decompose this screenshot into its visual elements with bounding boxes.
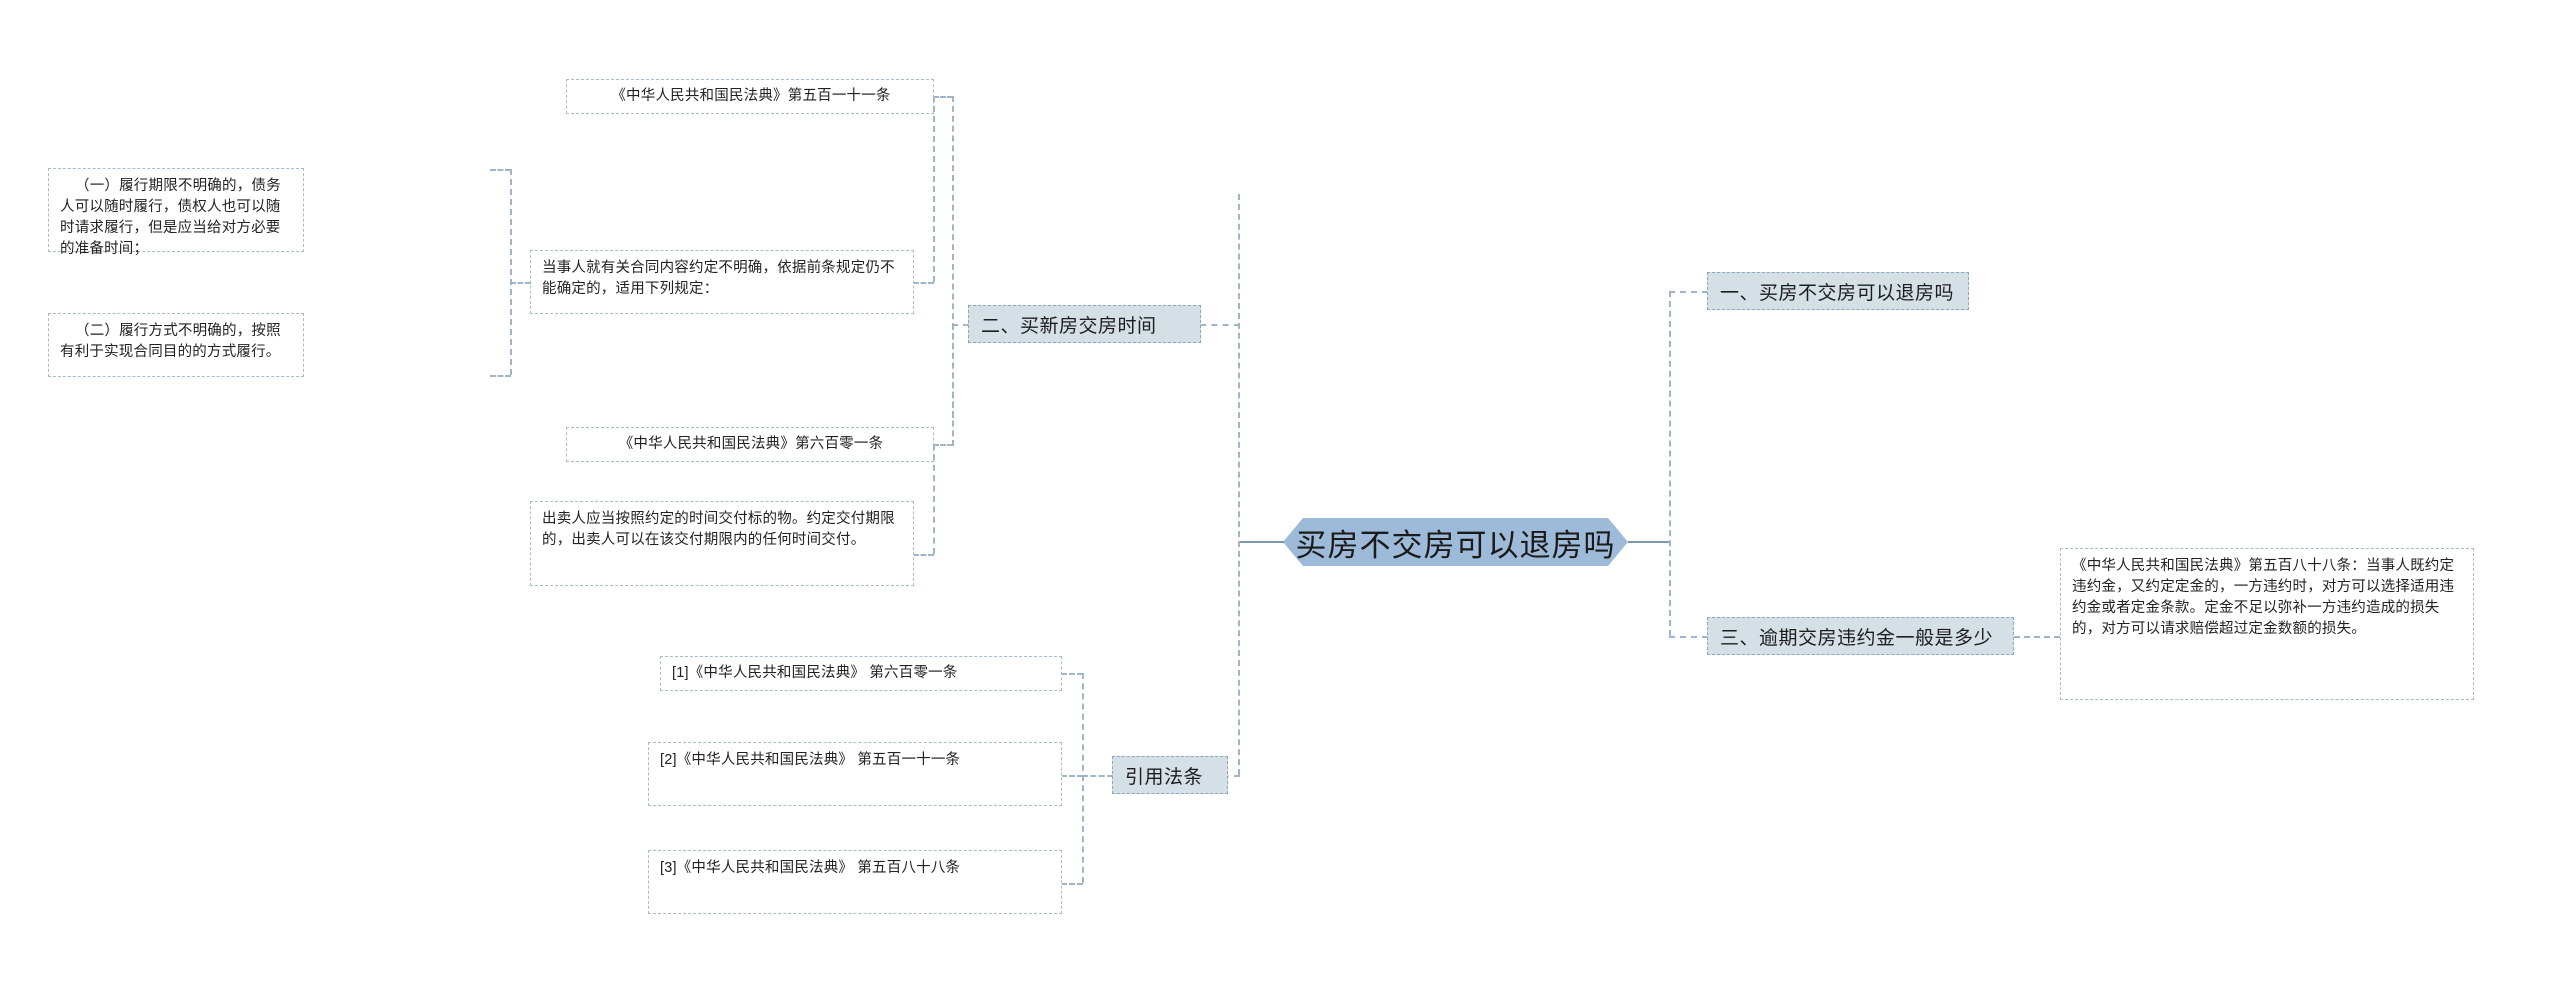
topic-label-right-2: 三、逾期交房违约金一般是多少 (1720, 627, 1994, 649)
connector-item-1 (490, 169, 511, 171)
topic-node-citations[interactable]: 引用法条 (1112, 756, 1228, 794)
connector-article-2-heading (933, 444, 953, 446)
article-1-items-trunk (510, 169, 512, 375)
connector-citation-3 (1061, 883, 1083, 885)
leaf-article-2-body-text: 出卖人应当按照约定的时间交付标的物。约定交付期限的，出卖人可以在该交付期限内的任… (542, 511, 895, 548)
leaf-right-detail[interactable]: 《中华人民共和国民法典》第五百八十八条：当事人既约定违约金，又约定定金的，一方违… (2060, 548, 2474, 700)
leaf-article-1-heading[interactable]: 《中华人民共和国民法典》第五百一十一条 (566, 79, 934, 114)
connector-right-detail (2014, 636, 2060, 638)
leaf-article-1-item-1-text: （一）履行期限不明确的，债务人可以随时履行，债权人也可以随时请求履行，但是应当给… (60, 178, 281, 257)
right-trunk-line (1669, 291, 1671, 636)
leaf-article-1-item-2-text: （二）履行方式不明确的，按照有利于实现合同目的的方式履行。 (60, 323, 281, 360)
left-articles-trunk-line (952, 96, 954, 418)
leaf-citation-1-text: [1]《中华人民共和国民法典》 第六百零一条 (672, 665, 958, 681)
topic-label-right-1: 一、买房不交房可以退房吗 (1720, 282, 1955, 304)
leaf-citation-2-text: [2]《中华人民共和国民法典》 第五百一十一条 (660, 752, 961, 768)
central-topic-node[interactable]: 买房不交房可以退房吗 (1283, 518, 1628, 566)
central-topic-label: 买房不交房可以退房吗 (1295, 527, 1616, 563)
connector-article-1-body (913, 282, 934, 284)
connector-right-topic-1 (1669, 291, 1708, 293)
citations-trunk-line (1082, 673, 1084, 883)
connector-articles-trunk-to-topic (952, 324, 969, 326)
connector-citation-2 (1061, 775, 1083, 777)
left-trunk-line (1238, 194, 1240, 775)
connector-article-2-body (913, 554, 934, 556)
connector-item-2 (490, 375, 511, 377)
connector-items-trunk-to-body (510, 282, 531, 284)
connector-citation-1 (1061, 673, 1083, 675)
connector-citations-trunk-to-topic (1082, 775, 1113, 777)
leaf-article-1-body[interactable]: 当事人就有关合同内容约定不明确，依据前条规定仍不能确定的，适用下列规定： (530, 250, 914, 314)
leaf-article-1-heading-text: 《中华人民共和国民法典》第五百一十一条 (611, 88, 891, 104)
leaf-article-1-body-text: 当事人就有关合同内容约定不明确，依据前条规定仍不能确定的，适用下列规定： (542, 260, 895, 297)
leaf-article-1-item-2[interactable]: （二）履行方式不明确的，按照有利于实现合同目的的方式履行。 (48, 313, 304, 377)
topic-node-left-1[interactable]: 二、买新房交房时间 (968, 305, 1201, 343)
connector-right-topic-2 (1669, 636, 1708, 638)
leaf-article-2-body[interactable]: 出卖人应当按照约定的时间交付标的物。约定交付期限的，出卖人可以在该交付期限内的任… (530, 501, 914, 586)
article-1-sub-trunk (933, 96, 935, 282)
article-2-sub-trunk (933, 444, 935, 554)
leaf-citation-2[interactable]: [2]《中华人民共和国民法典》 第五百一十一条 (648, 742, 1062, 806)
leaf-citation-3[interactable]: [3]《中华人民共和国民法典》 第五百八十八条 (648, 850, 1062, 914)
connector-left-topic (1200, 324, 1240, 326)
connector-article-1-heading (933, 96, 953, 98)
leaf-article-2-heading-text: 《中华人民共和国民法典》第六百零一条 (618, 436, 884, 452)
leaf-citation-3-text: [3]《中华人民共和国民法典》 第五百八十八条 (660, 860, 961, 876)
leaf-right-detail-text: 《中华人民共和国民法典》第五百八十八条：当事人既约定违约金，又约定定金的，一方违… (2072, 558, 2455, 637)
topic-node-right-1[interactable]: 一、买房不交房可以退房吗 (1707, 272, 1969, 310)
leaf-article-1-item-1[interactable]: （一）履行期限不明确的，债务人可以随时履行，债权人也可以随时请求履行，但是应当给… (48, 168, 304, 257)
connector-central-to-left-trunk (1238, 541, 1284, 543)
leaf-article-2-heading[interactable]: 《中华人民共和国民法典》第六百零一条 (566, 427, 934, 462)
topic-label-left-1: 二、买新房交房时间 (981, 315, 1157, 337)
topic-label-citations: 引用法条 (1125, 766, 1204, 788)
leaf-citation-1[interactable]: [1]《中华人民共和国民法典》 第六百零一条 (660, 656, 1062, 691)
article-2-branch-trunk (952, 324, 954, 446)
connector-central-to-right-trunk (1628, 541, 1670, 543)
topic-node-right-2[interactable]: 三、逾期交房违约金一般是多少 (1707, 617, 2014, 655)
